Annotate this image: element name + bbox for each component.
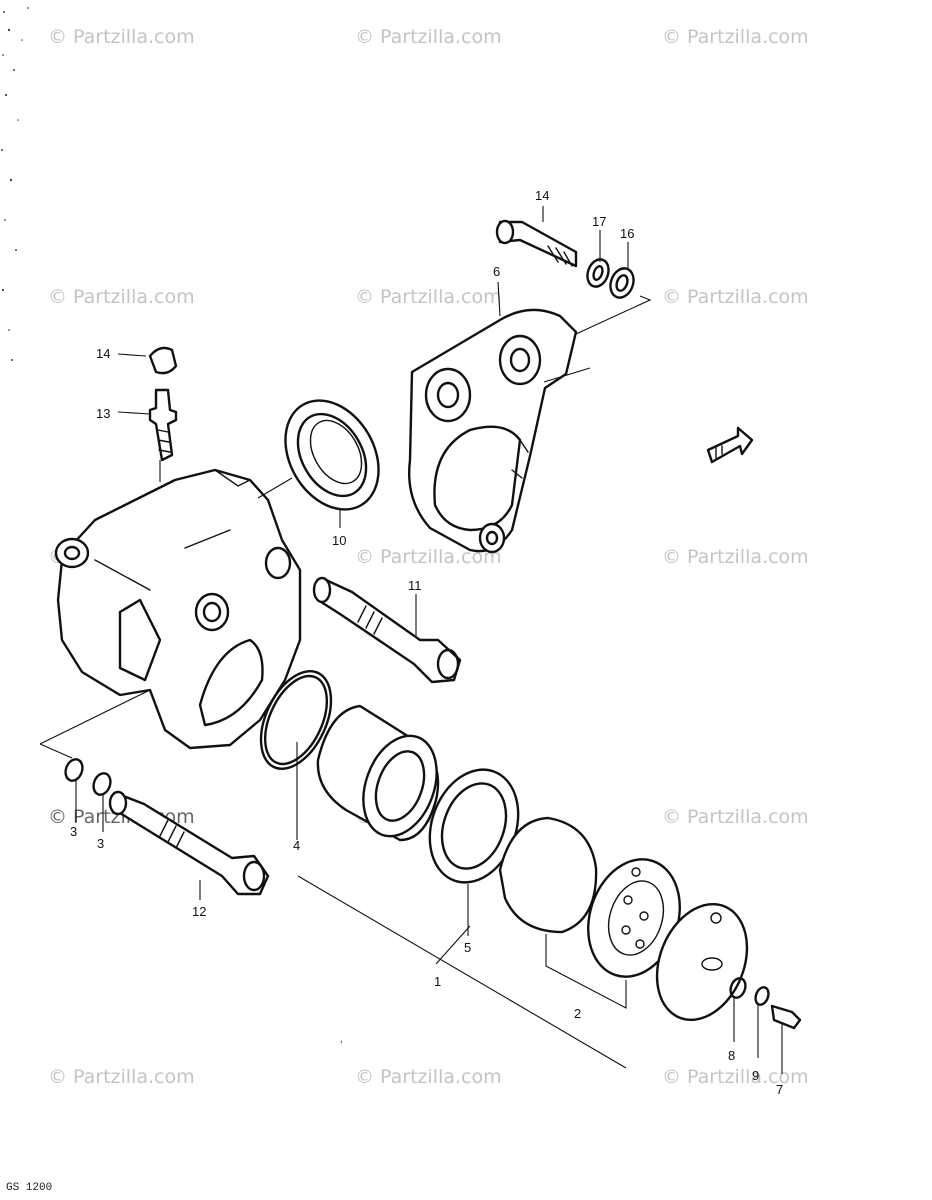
callout-17: 17 bbox=[592, 214, 606, 229]
callout-13: 13 bbox=[96, 406, 110, 421]
watermark: © Partzilla.com bbox=[662, 546, 809, 568]
part-6-caliper-bracket bbox=[408, 308, 578, 554]
part-12-slide-pin bbox=[108, 790, 270, 896]
watermark: © Partzilla.com bbox=[48, 1066, 195, 1088]
part-7-screw bbox=[770, 1004, 802, 1030]
scan-noise bbox=[1, 7, 29, 361]
callout-10: 10 bbox=[332, 533, 346, 548]
watermark: © Partzilla.com bbox=[355, 26, 502, 48]
part-3-washer-b bbox=[92, 772, 112, 796]
callout-labels: 14 17 16 6 14 13 10 11 4 3 3 12 5 1 2 8 … bbox=[70, 188, 783, 1097]
caliper-body bbox=[54, 468, 302, 750]
callout-5: 5 bbox=[464, 940, 471, 955]
part-15-bolt bbox=[495, 219, 578, 268]
watermark: © Partzilla.com bbox=[48, 286, 195, 308]
callout-3a: 3 bbox=[70, 824, 77, 839]
leader-lines bbox=[39, 206, 783, 1074]
part-13-bleeder-valve bbox=[148, 388, 178, 462]
callout-9: 9 bbox=[752, 1068, 759, 1083]
part-9-washer bbox=[754, 986, 770, 1006]
watermark: © Partzilla.com bbox=[662, 806, 809, 828]
callout-2: 2 bbox=[574, 1006, 581, 1021]
callout-15: 14 bbox=[535, 188, 549, 203]
part-16-washer bbox=[609, 267, 635, 299]
watermark: © Partzilla.com bbox=[355, 1066, 502, 1088]
part-4-dust-seal-ring bbox=[259, 669, 333, 771]
part-11-slide-pin bbox=[312, 576, 462, 684]
part-17-washer bbox=[586, 258, 610, 288]
part-2-pad-set bbox=[498, 816, 681, 978]
callout-1: 1 bbox=[434, 974, 441, 989]
callout-12: 12 bbox=[192, 904, 206, 919]
part-3-washer-a bbox=[64, 758, 84, 782]
part-14-bleeder-cap bbox=[148, 346, 178, 375]
part-10-piston-seal bbox=[284, 399, 380, 511]
callout-3b: 3 bbox=[97, 836, 104, 851]
watermark: © Partzilla.com bbox=[355, 546, 502, 568]
callout-7: 7 bbox=[776, 1082, 783, 1097]
stray-mark: , bbox=[340, 1034, 343, 1045]
piston bbox=[316, 704, 440, 842]
callout-6: 6 bbox=[493, 264, 500, 279]
part-8-washer bbox=[729, 977, 747, 999]
callout-8: 8 bbox=[728, 1048, 735, 1063]
watermark: © Partzilla.com bbox=[662, 26, 809, 48]
watermark: © Partzilla.com bbox=[355, 286, 502, 308]
callout-11: 11 bbox=[408, 578, 422, 593]
front-direction-arrow-icon bbox=[706, 426, 754, 464]
callout-4: 4 bbox=[293, 838, 300, 853]
callout-14: 14 bbox=[96, 346, 110, 361]
callout-16: 16 bbox=[620, 226, 634, 241]
figure-code: GS 1200 bbox=[6, 1182, 53, 1194]
watermark: © Partzilla.com bbox=[662, 1066, 809, 1088]
watermark: © Partzilla.com bbox=[48, 26, 195, 48]
watermark: © Partzilla.com bbox=[662, 286, 809, 308]
